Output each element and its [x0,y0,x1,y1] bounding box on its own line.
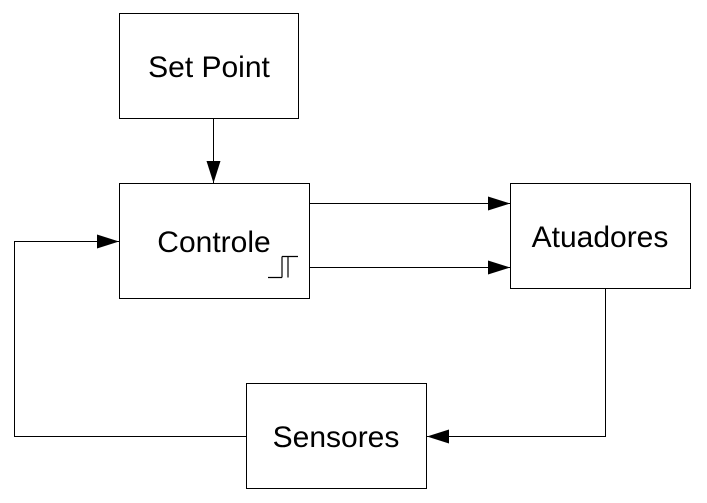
arrow-sensores-to-controle-feedback [14,234,246,437]
set-point-label: Set Point [148,51,270,84]
atuadores-block: Atuadores [510,183,691,289]
atuadores-label: Atuadores [532,221,669,254]
sensores-label: Sensores [273,421,400,454]
set-point-block: Set Point [119,13,299,119]
hysteresis-relay-icon [268,255,298,279]
arrow-atuadores-to-sensores [427,289,606,444]
sensores-block: Sensores [246,383,427,489]
controle-label: Controle [157,226,270,259]
controle-block: Controle [119,183,310,299]
